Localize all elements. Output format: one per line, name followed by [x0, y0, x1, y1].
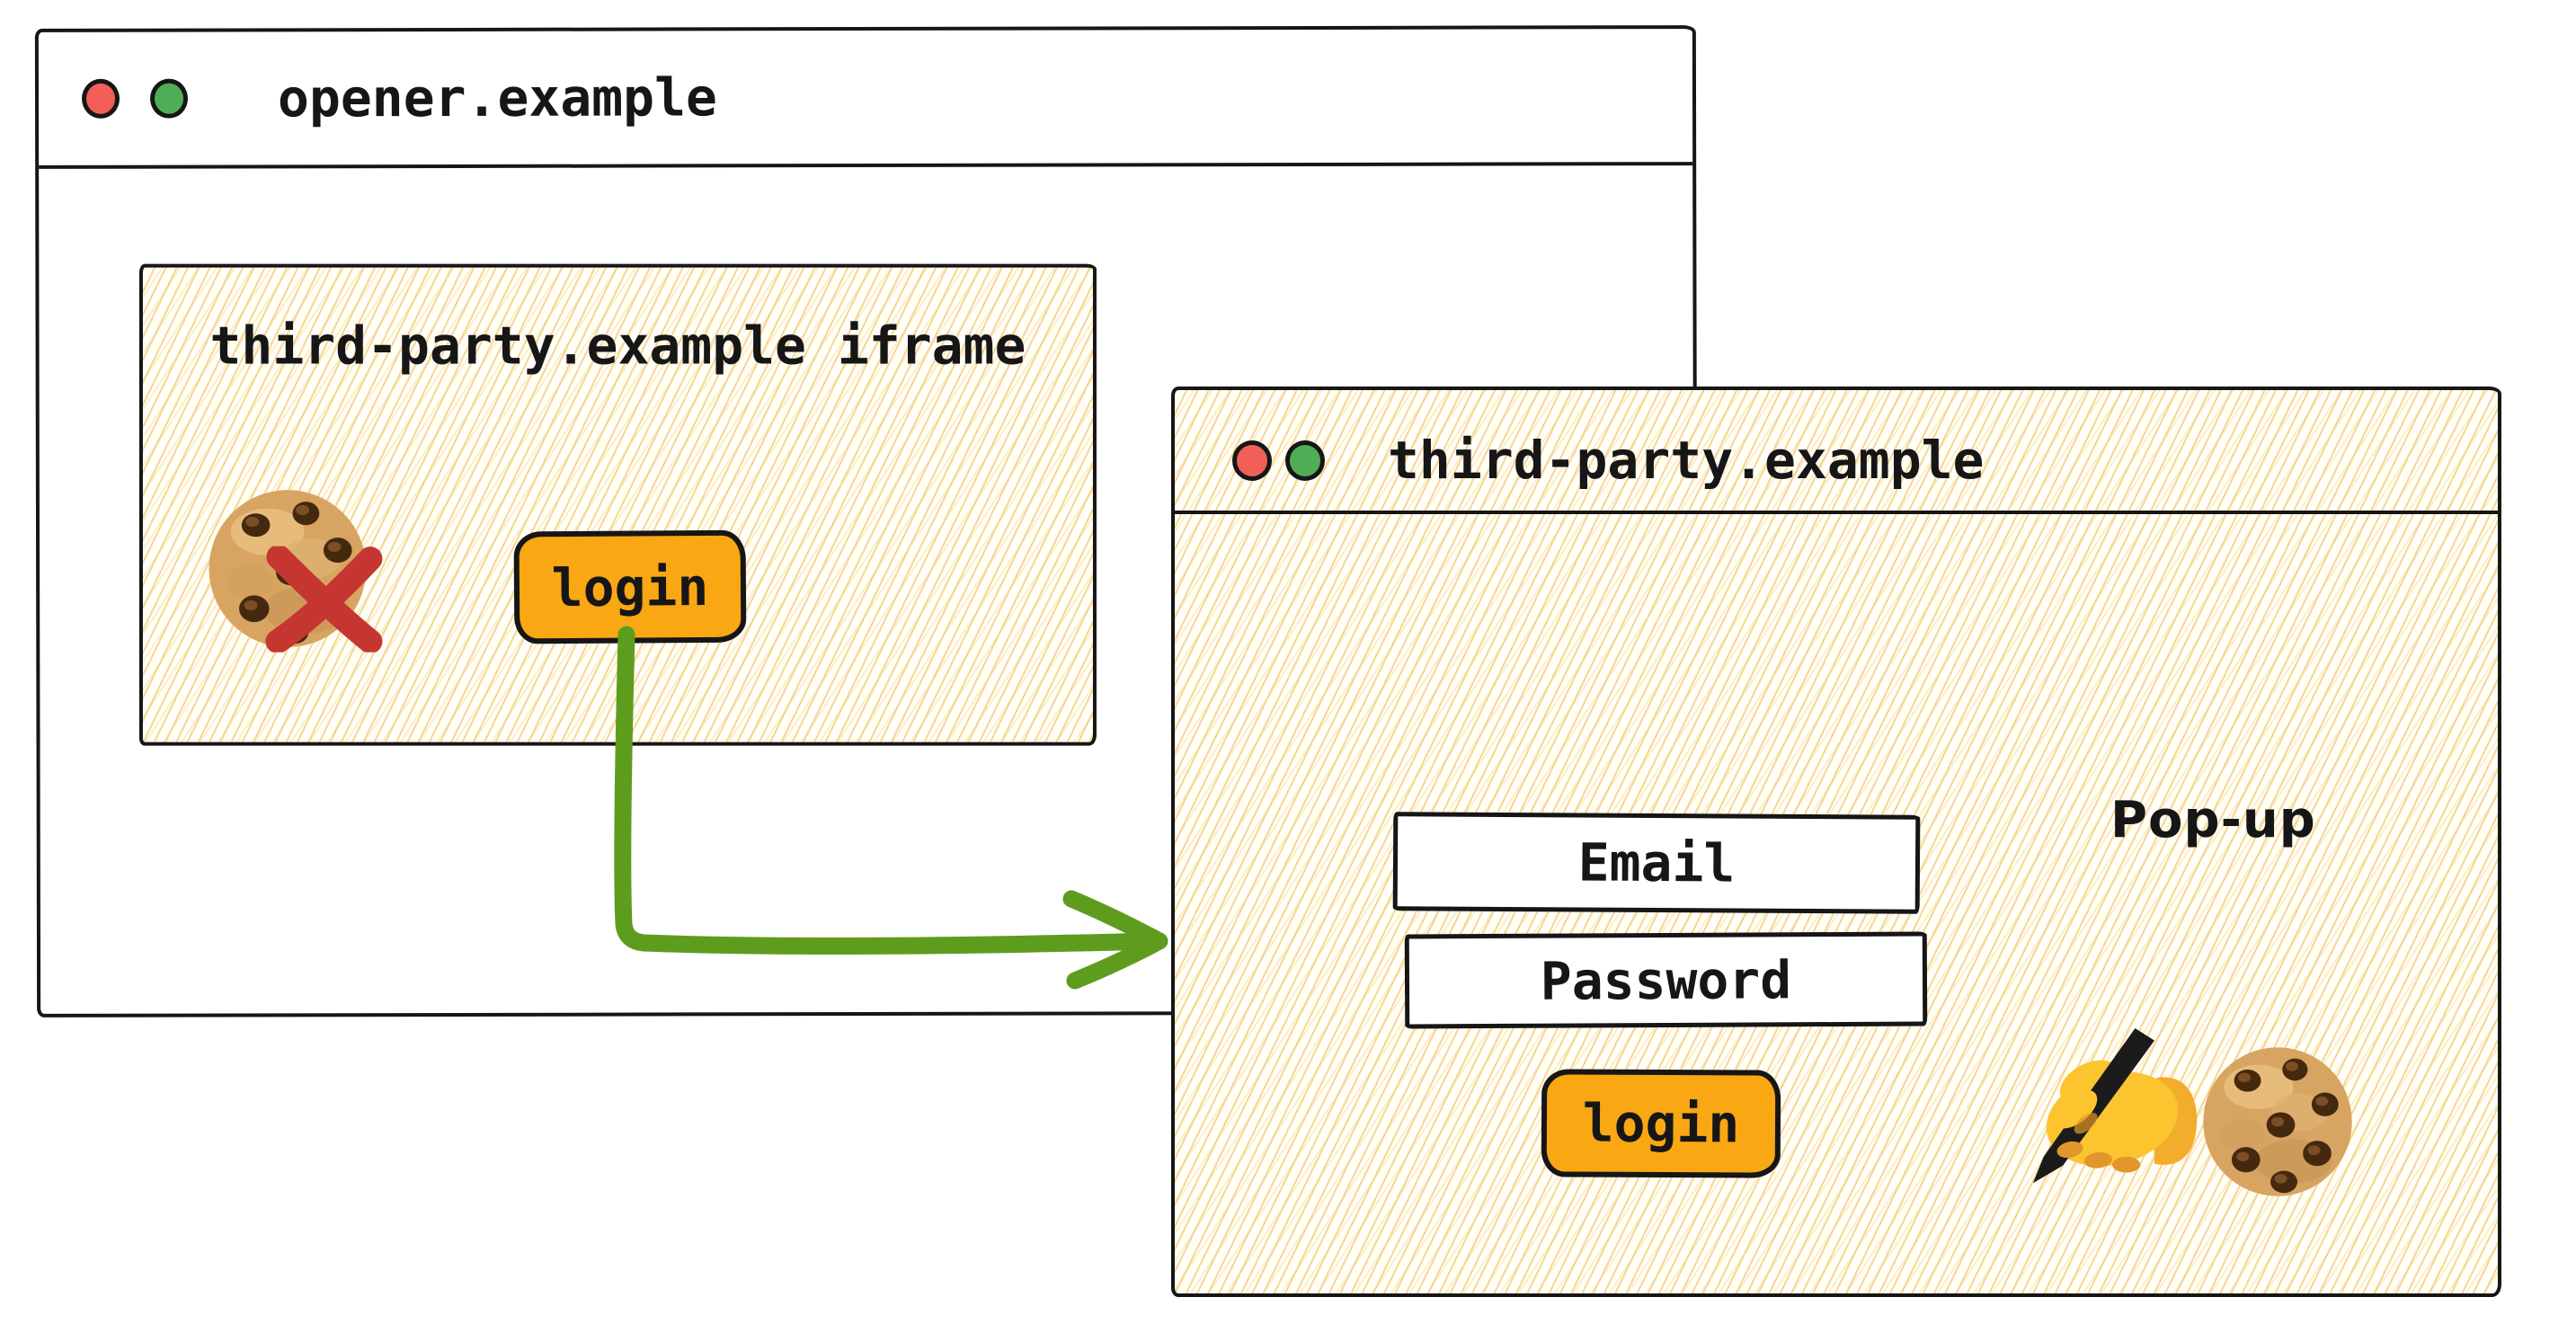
iframe-login-button[interactable]: login [513, 529, 747, 644]
opener-window-body: third-party.example iframe login [39, 165, 1694, 1014]
cookie-icon [2203, 1047, 2352, 1196]
opener-window: opener.example third-party.example ifram… [34, 25, 1699, 1017]
minimize-traffic-light-icon[interactable] [149, 78, 189, 119]
popup-login-button[interactable]: login [1541, 1069, 1781, 1178]
third-party-iframe: third-party.example iframe login [138, 263, 1097, 746]
opener-window-title: opener.example [277, 67, 717, 129]
popup-window-body: login Pop-up [1175, 514, 2498, 1293]
cross-mark-icon [265, 546, 383, 653]
popup-annotation-label: Pop-up [2110, 791, 2316, 849]
close-traffic-light-icon[interactable] [81, 78, 120, 119]
password-field[interactable] [1404, 931, 1928, 1029]
writing-hand-icon [2032, 1027, 2198, 1184]
close-traffic-light-icon[interactable] [1232, 440, 1272, 481]
iframe-heading: third-party.example iframe [209, 315, 1026, 377]
popup-titlebar: third-party.example [1175, 390, 2498, 514]
minimize-traffic-light-icon[interactable] [1285, 440, 1325, 481]
opener-titlebar: opener.example [38, 29, 1693, 169]
popup-window-title: third-party.example [1388, 430, 1985, 491]
email-field[interactable] [1392, 812, 1921, 914]
popup-window: third-party.example login Pop-up [1171, 387, 2501, 1297]
